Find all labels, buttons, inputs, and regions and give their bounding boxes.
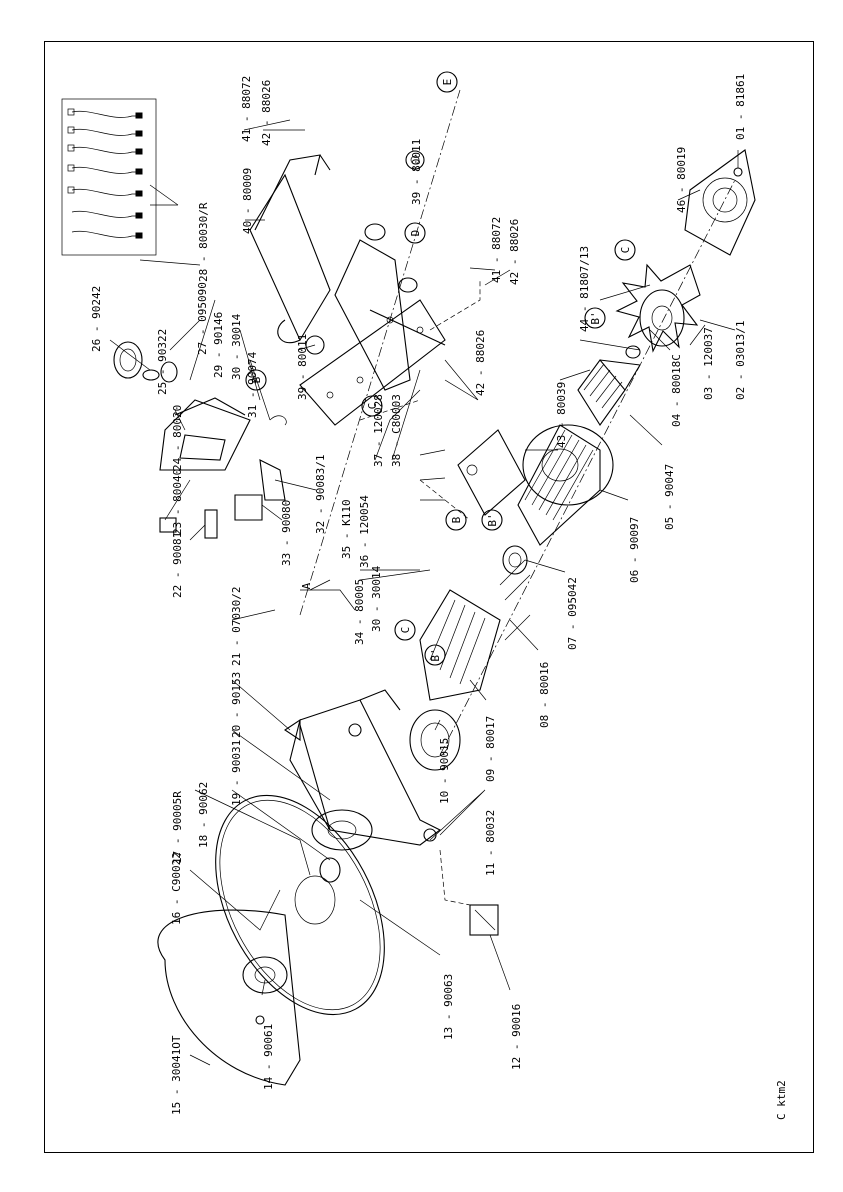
callout-circles — [245, 71, 636, 666]
switch-box — [113, 341, 287, 539]
drawing-code: C ktm2 — [775, 1080, 788, 1120]
part-label: 35 - K110 — [340, 499, 353, 559]
part-label: 32 - 90083/1 — [314, 455, 327, 534]
letter-C: C — [366, 403, 379, 410]
part-label: 05 - 90047 — [663, 464, 676, 530]
part-label: 22 - 90081 — [171, 532, 184, 598]
part-label: 42 - 88026 — [260, 80, 273, 146]
handle-and-base — [249, 150, 446, 426]
part-label: 41 - 88072 — [240, 76, 253, 142]
part-label: 15 - 30041OT — [170, 1035, 183, 1115]
part-label: 01 - 81861 — [734, 74, 747, 140]
part-label: 44 - 81807/13 — [578, 246, 591, 332]
part-label: 17 - 90005R — [171, 791, 184, 864]
part-label: 12 - 90016 — [510, 1004, 523, 1070]
wire-harness-inset — [61, 98, 179, 256]
part-label: 26 - 90242 — [90, 286, 103, 352]
part-label: 30 - 30014 — [230, 313, 243, 380]
rear-flange-fan-cover — [615, 149, 756, 359]
part-label: 41 - 88072 — [490, 217, 503, 283]
part-label: 04 - 80018C — [670, 354, 683, 427]
part-label: 43 - 80039 — [555, 382, 568, 448]
part-label: 34 - 80005 — [353, 579, 366, 645]
part-label: 07 - 095042 — [566, 577, 579, 650]
letter-B: B — [450, 516, 463, 523]
part-label: 42 - 88026 — [508, 219, 521, 285]
part-label: 39 - 80011 — [296, 334, 309, 400]
letter-A: A — [300, 582, 313, 589]
part-label: 09 - 80017 — [484, 716, 497, 782]
part-labels: 01 - 81861 02 - 03013/1 03 - 120037 04 -… — [90, 74, 747, 1115]
part-label: 08 - 80016 — [538, 662, 551, 728]
part-label: 38 - C80003 — [390, 394, 403, 467]
part-label: 19 - 90031 — [230, 740, 243, 806]
part-label: 10 - 90015 — [438, 738, 451, 804]
part-label: 14 - 90061 — [262, 1024, 275, 1090]
part-label: 40 - 80009 — [241, 168, 254, 234]
blade-guard-cover — [157, 909, 301, 1086]
part-label: 06 - 90097 — [628, 517, 641, 583]
saw-blade — [215, 794, 385, 1016]
front-flange — [409, 545, 531, 771]
part-label: 42 - 88026 — [474, 330, 487, 396]
part-label: 16 - C90022 — [170, 852, 183, 925]
letter-C: C — [619, 247, 632, 254]
part-label: 33 - 90080 — [280, 500, 293, 566]
part-label: 36 - 120054 — [358, 495, 371, 568]
terminal-plate — [457, 429, 526, 516]
part-label: 27 - 095090 — [196, 282, 209, 355]
motor-housing — [517, 424, 614, 546]
letter-B-prime: B' — [429, 648, 442, 661]
part-label: 23 - 80040 — [171, 469, 184, 535]
part-label: 30 - 30014 — [370, 565, 383, 632]
arm-guard — [284, 689, 499, 936]
part-label: 02 - 03013/1 — [734, 321, 747, 400]
letter-C: C — [399, 627, 412, 634]
part-label: 18 - 90062 — [197, 782, 210, 848]
part-label: 25 - 90322 — [156, 329, 169, 395]
part-label: 31 - 90074 — [246, 351, 259, 418]
letter-B-prime: B' — [589, 311, 602, 324]
rotor — [577, 359, 641, 426]
part-label: 46 - 80019 — [675, 147, 688, 213]
part-label: 03 - 120037 — [702, 327, 715, 400]
letter-B-prime: B' — [486, 513, 499, 526]
part-label: 11 - 80032 — [484, 810, 497, 876]
drawing-border — [44, 41, 814, 1153]
letter-D: D — [409, 230, 422, 237]
reference-arrows — [309, 284, 651, 591]
callout-letters: E D C B B B' C B' C B' A — [250, 79, 632, 662]
leader-lines — [109, 119, 739, 1066]
part-label: 39 - 80011 — [410, 139, 423, 205]
part-label: 29 - 90146 — [212, 312, 225, 378]
part-label: 13 - 90063 — [442, 974, 455, 1040]
part-label: 28 - 80030/R — [197, 202, 210, 282]
part-label: 21 - 07030/2 — [230, 587, 243, 666]
part-label: 37 - 120028 — [372, 394, 385, 467]
letter-E: E — [441, 79, 454, 86]
part-label: 20 - 90153 — [230, 672, 243, 738]
